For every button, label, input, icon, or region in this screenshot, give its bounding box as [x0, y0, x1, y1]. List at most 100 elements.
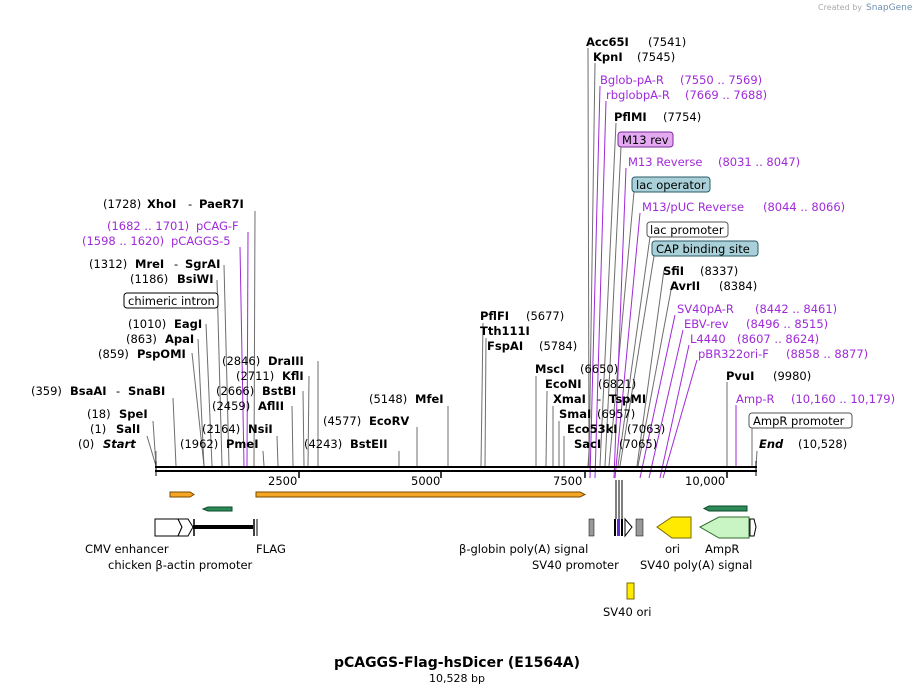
apai-pos: (863) — [126, 332, 157, 346]
line-spei — [152, 420, 157, 467]
line-l4440 — [659, 344, 690, 479]
smai-label: SmaI — [559, 407, 591, 421]
ampr-promoter-label: AmpR promoter — [753, 414, 845, 428]
ebv-range: (8496 .. 8515) — [746, 317, 828, 331]
labels-right: Acc65I (7541) KpnI (7545) Bglob-pA-R (75… — [586, 35, 895, 451]
line-xhoi — [253, 210, 256, 467]
sv40-polya-box — [635, 518, 644, 537]
sv40-promoter-label: SV40 promoter — [532, 558, 619, 572]
line-bsiwi — [216, 279, 223, 467]
pvui-pos: (9980) — [773, 369, 811, 383]
pflfi-pos: (5677) — [526, 309, 564, 323]
draiii-pos: (2846) — [222, 354, 260, 368]
acc65i-label: Acc65I — [586, 35, 629, 49]
apai-label: ApaI — [165, 332, 194, 346]
line-pcag-f — [246, 231, 249, 467]
mrei-pos: (1312) — [89, 257, 127, 271]
sv40-ori-label: SV40 ori — [603, 605, 651, 619]
bstbi-pos: (2666) — [216, 384, 254, 398]
sv40par-range: (8442 .. 8461) — [755, 302, 837, 316]
pbr322-label: pBR322ori-F — [698, 347, 769, 361]
actin-promoter-arrow — [177, 518, 194, 537]
msci-label: MscI — [535, 362, 564, 376]
pbr322-range: (8858 .. 8877) — [786, 347, 868, 361]
fspai-label: FspAI — [487, 339, 523, 353]
bglobin-polya-label: β-globin poly(A) signal — [459, 542, 588, 556]
avrii-pos: (8384) — [719, 279, 757, 293]
line-rbglob — [594, 100, 607, 479]
enzyme-lines-left — [146, 210, 590, 467]
feature-labels: CMV enhancer chicken β-actin promoter FL… — [85, 542, 752, 619]
actin-promoter-label: chicken β-actin promoter — [108, 558, 253, 572]
sfii-pos: (8337) — [700, 264, 738, 278]
pmei-pos: (1962) — [180, 437, 218, 451]
line-ebv-rev — [648, 329, 684, 479]
xhoi-dash: - — [188, 197, 192, 211]
sali-label: SalI — [116, 422, 140, 436]
spei-label: SpeI — [119, 407, 148, 421]
ampr-label: AmpR — [705, 542, 739, 556]
start-pos: (0) — [78, 437, 94, 451]
line-m13-reverse — [613, 167, 627, 479]
m13-reverse-label: M13 Reverse — [628, 155, 702, 169]
lac-operator-box — [631, 176, 711, 193]
rbglob-label: rbglobpA-R — [606, 88, 670, 102]
nsii-label: NsiI — [248, 422, 273, 436]
bglob-range: (7550 .. 7569) — [680, 73, 762, 87]
m13puc-range: (8044 .. 8066) — [763, 200, 845, 214]
line-pmei — [262, 450, 265, 467]
start-label: Start — [103, 437, 136, 451]
snapgene-brand: SnapGene — [866, 3, 913, 13]
pmei-label: PmeI — [226, 437, 259, 451]
cap-site-label: CAP binding site — [656, 242, 750, 256]
sfii-label: SfiI — [663, 264, 684, 278]
plasmid-title: pCAGGS-Flag-hsDicer (E1564A) — [334, 655, 580, 671]
green-arrow-right — [702, 505, 748, 512]
ampr-arrow — [698, 516, 750, 539]
line-eagi — [205, 323, 213, 467]
sv40-promoter-mark-3 — [621, 519, 623, 536]
tspmi-label: TspMI — [609, 392, 646, 406]
rbglob-range: (7669 .. 7688) — [685, 88, 767, 102]
xhoi-pos: (1728) — [103, 197, 141, 211]
bstbi-label: BstBI — [262, 384, 296, 398]
xmai-dash: - — [597, 392, 601, 406]
pvui-label: PvuI — [726, 369, 754, 383]
spei-pos: (18) — [87, 407, 111, 421]
line-fspai — [484, 337, 487, 467]
lac-promoter-box — [646, 221, 729, 238]
line-m13rev-box — [604, 146, 622, 467]
line-m13puc — [614, 212, 641, 479]
lac-promoter-label: lac promoter — [650, 223, 724, 237]
cap-site-box — [651, 240, 759, 257]
primer-lines — [239, 85, 737, 479]
saci-pos: (7065) — [619, 437, 657, 451]
m13puc-label: M13/pUC Reverse — [642, 200, 744, 214]
orf-arrows — [169, 491, 748, 512]
line-pflmi — [599, 122, 617, 467]
eco53ki-pos: (7063) — [627, 422, 665, 436]
green-arrow-left — [201, 506, 233, 512]
line-kpni — [588, 62, 596, 467]
eco53ki-label: Eco53kI — [567, 422, 618, 436]
aflii-label: AflII — [258, 399, 284, 413]
kfli-label: KflI — [282, 369, 304, 383]
line-acc65i — [587, 47, 590, 467]
backbone-top-strand — [155, 466, 757, 468]
saci-label: SacI — [574, 437, 601, 451]
line-avrii — [637, 284, 673, 467]
sv40-promoter-mark-2 — [617, 519, 620, 536]
plasmid-length: 10,528 bp — [429, 672, 485, 685]
sv40par-label: SV40pA-R — [677, 302, 734, 316]
labels-left: (0) Start (1) SalI (18) SpeI (359) BsaAI… — [31, 197, 665, 451]
smai-pos: (6957) — [597, 407, 635, 421]
mfei-pos: (5148) — [369, 392, 407, 406]
line-pflfi — [480, 322, 484, 467]
pflmi-pos: (7754) — [663, 110, 701, 124]
tick-label-10000: 10,000 — [685, 474, 725, 488]
line-pspomi — [191, 352, 205, 467]
tick-label-2500: 2500 — [268, 474, 297, 488]
tick-label-7500: 7500 — [553, 474, 582, 488]
credit-text: Created by — [818, 3, 862, 12]
paer7i-label: PaeR7I — [199, 197, 244, 211]
